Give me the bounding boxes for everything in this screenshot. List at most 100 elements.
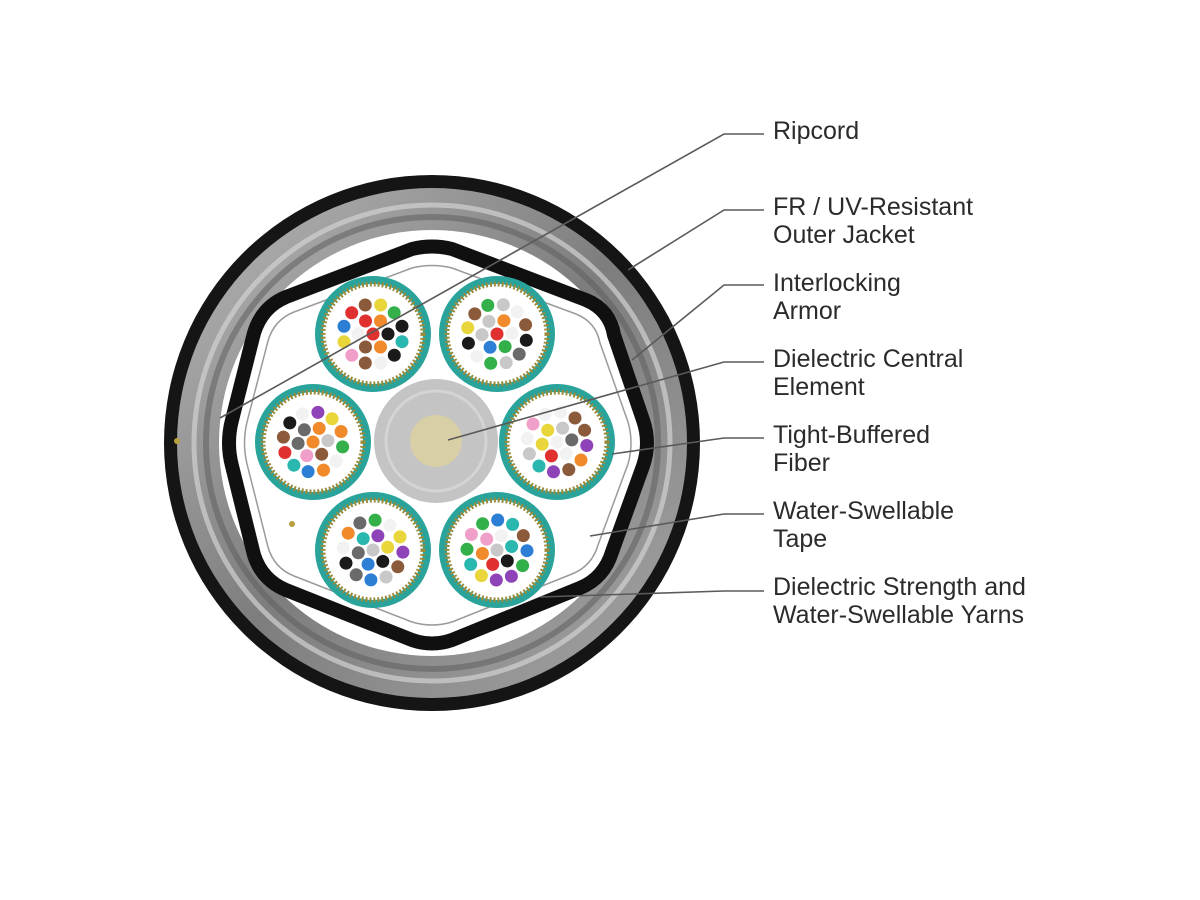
label-armor: Interlocking Armor xyxy=(773,269,901,325)
tight-buffered-fiber xyxy=(373,297,389,313)
central-element-core xyxy=(410,415,462,467)
leader-outer-jacket xyxy=(627,209,764,271)
label-line: Ripcord xyxy=(773,117,860,145)
label-line: Dielectric Central xyxy=(773,345,964,373)
tight-buffered-fiber xyxy=(511,346,527,362)
tight-buffered-fiber xyxy=(474,327,490,343)
tight-buffered-fiber xyxy=(488,572,504,588)
tight-buffered-fiber xyxy=(336,334,352,350)
tight-buffered-fiber xyxy=(299,448,315,464)
tight-buffered-fiber xyxy=(515,528,531,544)
tight-buffered-fiber xyxy=(480,297,496,313)
tight-buffered-fiber xyxy=(521,446,537,462)
tight-buffered-fiber xyxy=(386,347,402,363)
tight-buffered-fiber xyxy=(290,435,306,451)
label-central-element: Dielectric Central Element xyxy=(773,345,963,401)
tight-buffered-fiber xyxy=(320,433,336,449)
tight-buffered-fiber xyxy=(350,326,366,342)
tight-buffered-fiber xyxy=(481,313,497,329)
tight-buffered-fiber xyxy=(567,410,583,426)
tight-buffered-fiber xyxy=(367,512,383,528)
tight-buffered-fiber xyxy=(503,568,519,584)
tight-buffered-fiber xyxy=(275,429,291,445)
tight-buffered-fiber xyxy=(314,446,330,462)
label-water-swellable-tape: Water-Swellable Tape xyxy=(773,497,954,553)
ripcord-dot xyxy=(174,438,180,444)
tight-buffered-fiber xyxy=(373,339,388,355)
tight-buffered-fiber xyxy=(479,531,495,547)
tight-buffered-fiber xyxy=(555,420,571,436)
tight-buffered-fiber xyxy=(558,446,574,462)
tight-buffered-fiber xyxy=(460,320,476,336)
tight-buffered-fiber xyxy=(357,355,373,371)
tight-buffered-fiber xyxy=(286,457,302,473)
tight-buffered-fiber xyxy=(482,339,498,355)
label-line: Outer Jacket xyxy=(773,221,915,249)
tight-buffered-fiber xyxy=(282,415,298,431)
label-strength-yarns: Dielectric Strength and Water-Swellable … xyxy=(773,573,1026,629)
tight-buffered-fiber xyxy=(505,516,521,532)
fiber-subunit xyxy=(439,492,555,608)
label-line: Tight-Buffered xyxy=(773,421,931,449)
tight-buffered-fiber xyxy=(370,528,386,544)
tight-buffered-fiber xyxy=(564,432,580,448)
tight-buffered-fiber xyxy=(543,448,559,464)
tight-buffered-fiber xyxy=(459,541,475,557)
tight-buffered-fiber xyxy=(518,332,534,348)
tight-buffered-fiber xyxy=(394,334,410,350)
tight-buffered-fiber xyxy=(463,526,479,542)
fiber-subunit xyxy=(315,492,431,608)
tight-buffered-fiber xyxy=(336,318,352,334)
tight-buffered-fiber xyxy=(338,555,354,571)
tight-buffered-fiber xyxy=(490,512,506,528)
tight-buffered-fiber xyxy=(499,553,515,569)
tight-buffered-fiber xyxy=(373,313,388,329)
fiber-subunit xyxy=(315,276,431,392)
leader-strength-yarns xyxy=(539,590,764,598)
label-line: Interlocking xyxy=(773,269,901,297)
tight-buffered-fiber xyxy=(579,438,595,453)
tight-buffered-fiber xyxy=(358,313,373,329)
tight-buffered-fiber xyxy=(460,335,476,351)
armor-band-light xyxy=(191,202,673,684)
tight-buffered-fiber xyxy=(577,422,593,438)
tight-buffered-fiber xyxy=(493,528,509,544)
tight-buffered-fiber xyxy=(328,453,344,469)
label-line: Fiber xyxy=(773,449,830,477)
leader-tight-buffered-fiber xyxy=(611,437,764,455)
tight-buffered-fiber xyxy=(573,452,589,468)
fiber-subunit xyxy=(439,276,555,392)
ripcord-dot xyxy=(289,521,295,527)
label-line: Water-Swellable Yarns xyxy=(773,601,1025,629)
tight-buffered-fiber xyxy=(373,355,389,371)
tight-buffered-fiber xyxy=(525,416,541,432)
tight-buffered-fiber xyxy=(469,348,485,364)
tight-buffered-fiber xyxy=(348,567,364,583)
tight-buffered-fiber xyxy=(561,462,577,478)
tight-buffered-fiber xyxy=(509,304,525,320)
label-ripcord: Ripcord xyxy=(773,117,859,145)
tight-buffered-fiber xyxy=(519,431,535,446)
fiber-subunit xyxy=(499,384,615,500)
tight-buffered-fiber xyxy=(380,326,396,342)
label-line: Dielectric Strength and xyxy=(773,573,1026,601)
label-outer-jacket: FR / UV-Resistant Outer Jacket xyxy=(773,193,973,249)
tight-buffered-fiber xyxy=(324,411,340,427)
tight-buffered-fiber xyxy=(357,297,373,313)
tight-buffered-fiber xyxy=(277,445,293,460)
label-line: FR / UV-Resistant xyxy=(773,193,974,221)
tight-buffered-fiber xyxy=(390,559,406,575)
tight-buffered-fiber xyxy=(496,313,512,329)
central-element-ring xyxy=(384,389,488,493)
tight-buffered-fiber xyxy=(363,572,379,588)
tight-buffered-fiber xyxy=(485,556,501,572)
tight-buffered-fiber xyxy=(333,424,349,439)
tight-buffered-fiber xyxy=(360,556,376,572)
tight-buffered-fiber xyxy=(344,347,360,363)
tight-buffered-fiber xyxy=(498,355,514,371)
tight-buffered-fiber xyxy=(504,539,520,554)
tight-buffered-fiber xyxy=(473,568,489,584)
tight-buffered-fiber xyxy=(467,306,483,322)
label-line: Armor xyxy=(773,297,842,325)
